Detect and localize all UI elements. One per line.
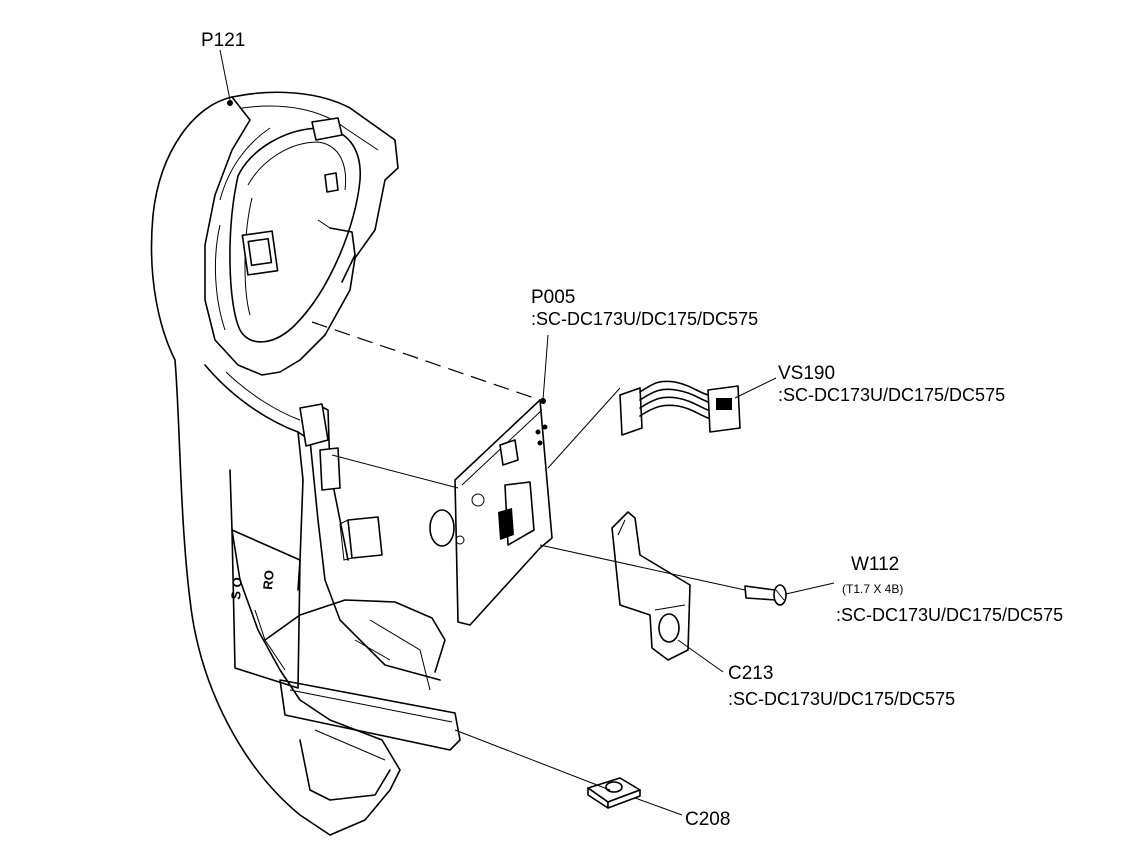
screw-w112 [744, 584, 787, 606]
label-vs190: VS190 [778, 363, 836, 384]
label-c213-models: :SC-DC173U/DC175/DC575 [728, 689, 956, 709]
block-c208 [587, 777, 641, 809]
label-c208: C208 [685, 809, 731, 830]
circuit-board-p005 [429, 399, 553, 626]
svg-text:RO: RO [260, 570, 277, 591]
label-p005-models: :SC-DC173U/DC175/DC575 [531, 309, 759, 329]
flex-cable-vs190 [619, 380, 741, 436]
assembly-guide-lines [311, 321, 746, 791]
label-w112-spec: (T1.7 X 4B) [842, 582, 904, 596]
label-p121: P121 [201, 30, 246, 51]
label-w112-models: :SC-DC173U/DC175/DC575 [836, 605, 1064, 625]
bracket-c213 [611, 511, 691, 661]
label-w112: W112 [851, 554, 900, 575]
housing-p121: S O RO [150, 91, 461, 836]
label-p005: P005 [531, 287, 576, 308]
label-c213: C213 [728, 663, 774, 684]
leader-lines [219, 49, 835, 816]
label-vs190-models: :SC-DC173U/DC175/DC575 [778, 385, 1006, 405]
svg-text:S O: S O [228, 577, 245, 601]
